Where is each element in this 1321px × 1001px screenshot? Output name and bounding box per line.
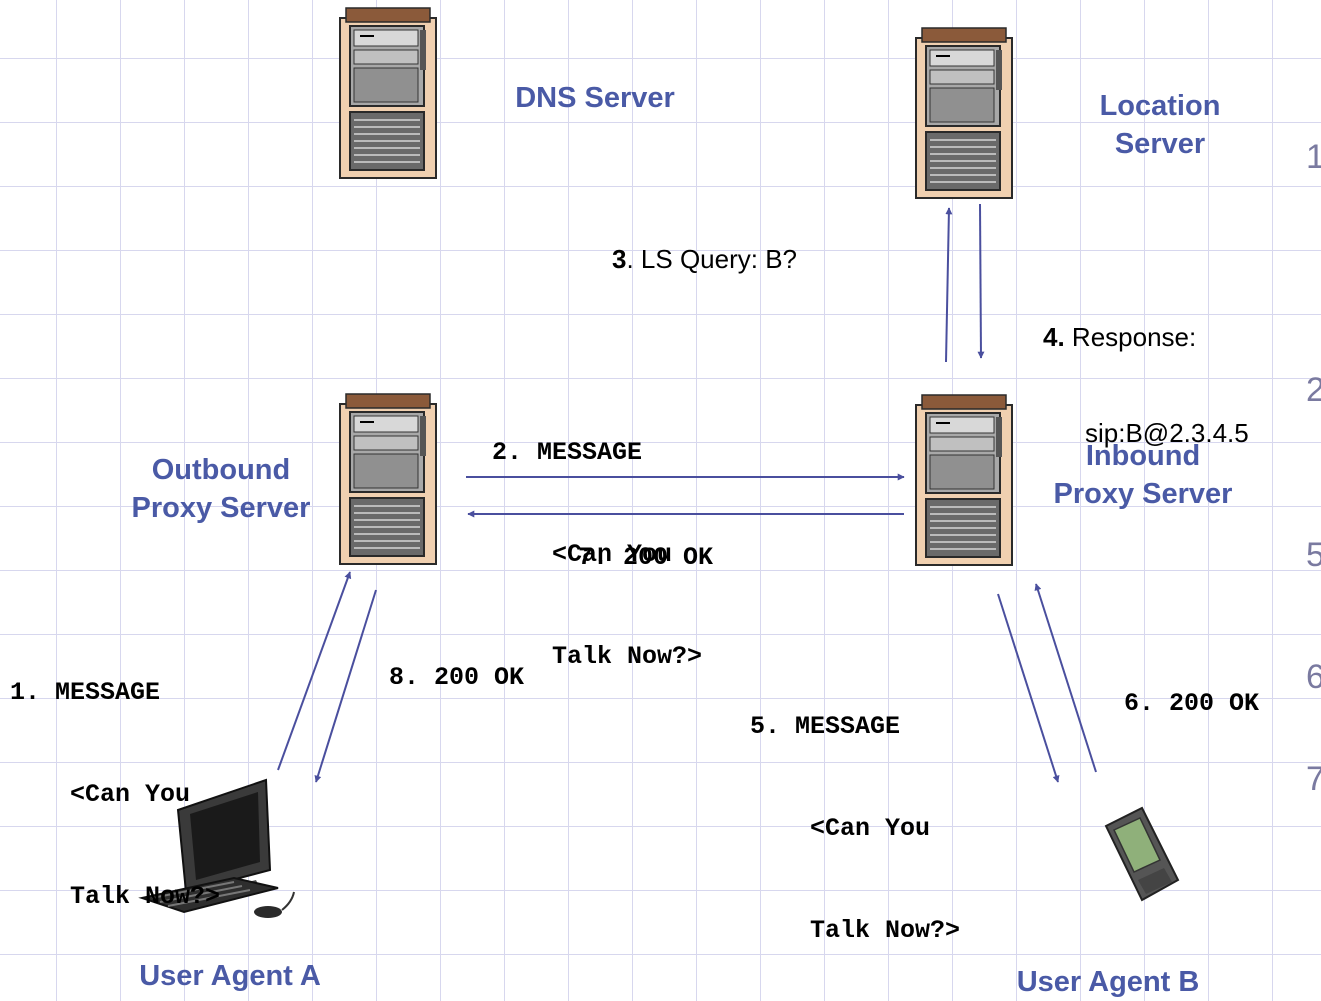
arrow-1-ua-a-to-outbound <box>277 571 352 771</box>
user-agent-a-label: User Agent A <box>139 960 321 992</box>
message-7-label: 7. 200 OK <box>578 543 714 572</box>
inbound-proxy-server-icon <box>915 394 1013 566</box>
location-server-label: Location Server <box>1070 87 1250 163</box>
message-8-label: 8. 200 OK <box>389 663 525 692</box>
message-3-text: . LS Query: B? <box>626 244 797 274</box>
location-server-label-line1: Location <box>1099 90 1221 122</box>
dns-server-icon <box>339 7 437 179</box>
message-3-label: 3. LS Query: B? <box>612 243 797 275</box>
pda-device-icon <box>1104 806 1180 902</box>
inbound-proxy-label: Inbound Proxy Server <box>1032 437 1254 513</box>
message-1-line3: Talk Now?> <box>70 882 221 911</box>
message-2-line2: <Can You <box>552 540 673 569</box>
arrows <box>277 203 1097 783</box>
message-2-label: 2. MESSAGE <Can You Talk Now?> <box>492 368 702 708</box>
user-agent-b-label: User Agent B <box>1016 966 1200 998</box>
location-server-icon <box>915 27 1013 199</box>
message-5-line3: Talk Now?> <box>810 916 961 945</box>
arrow-8-outbound-to-ua-a <box>314 589 377 783</box>
outbound-proxy-label: Outbound Proxy Server <box>110 451 332 527</box>
message-1-label: 1. MESSAGE <Can You Talk Now?> <box>10 608 220 948</box>
location-server-label-line2: Server <box>1114 128 1206 160</box>
message-4-label: 4. Response: sip:B@2.3.4.5 <box>1043 257 1249 481</box>
desktop-computer-icon <box>138 778 295 918</box>
inbound-proxy-label-line1: Inbound <box>1085 440 1201 472</box>
message-2-line3: Talk Now?> <box>552 642 703 671</box>
edge-fragment-5: 5 <box>1306 536 1321 574</box>
message-4-text: Response: <box>1064 322 1197 352</box>
arrow-6-ua-b-to-inbound <box>1034 583 1097 773</box>
message-5-line2: <Can You <box>810 814 931 843</box>
edge-fragment-6: 6 <box>1306 658 1321 696</box>
message-3-number: 3 <box>612 244 627 274</box>
edge-fragment-7: 7 <box>1306 760 1321 798</box>
message-2-line1: 2. MESSAGE <box>492 438 643 467</box>
message-5-line1: 5. MESSAGE <box>750 712 901 741</box>
outbound-proxy-server-icon <box>339 393 437 565</box>
message-4-line1: 4. Response: <box>1043 321 1249 353</box>
message-1-line1: 1. MESSAGE <box>10 678 161 707</box>
outbound-proxy-label-line2: Proxy Server <box>131 492 311 524</box>
edge-fragment-1: 1 <box>1306 138 1321 176</box>
inbound-proxy-label-line2: Proxy Server <box>1053 478 1233 510</box>
dns-server-label: DNS Server <box>515 82 675 114</box>
message-4-number: 4. <box>1043 322 1065 352</box>
message-1-line2: <Can You <box>70 780 191 809</box>
arrow-3-inbound-to-location <box>945 207 953 363</box>
message-5-label: 5. MESSAGE <Can You Talk Now?> <box>750 642 960 982</box>
message-6-label: 6. 200 OK <box>1124 689 1260 718</box>
arrow-4-location-to-inbound <box>977 203 985 359</box>
message-4-line2: sip:B@2.3.4.5 <box>1085 418 1249 448</box>
outbound-proxy-label-line1: Outbound <box>151 454 291 486</box>
edge-fragment-2: 2 <box>1306 371 1321 409</box>
arrow-5-inbound-to-ua-b <box>997 593 1060 783</box>
